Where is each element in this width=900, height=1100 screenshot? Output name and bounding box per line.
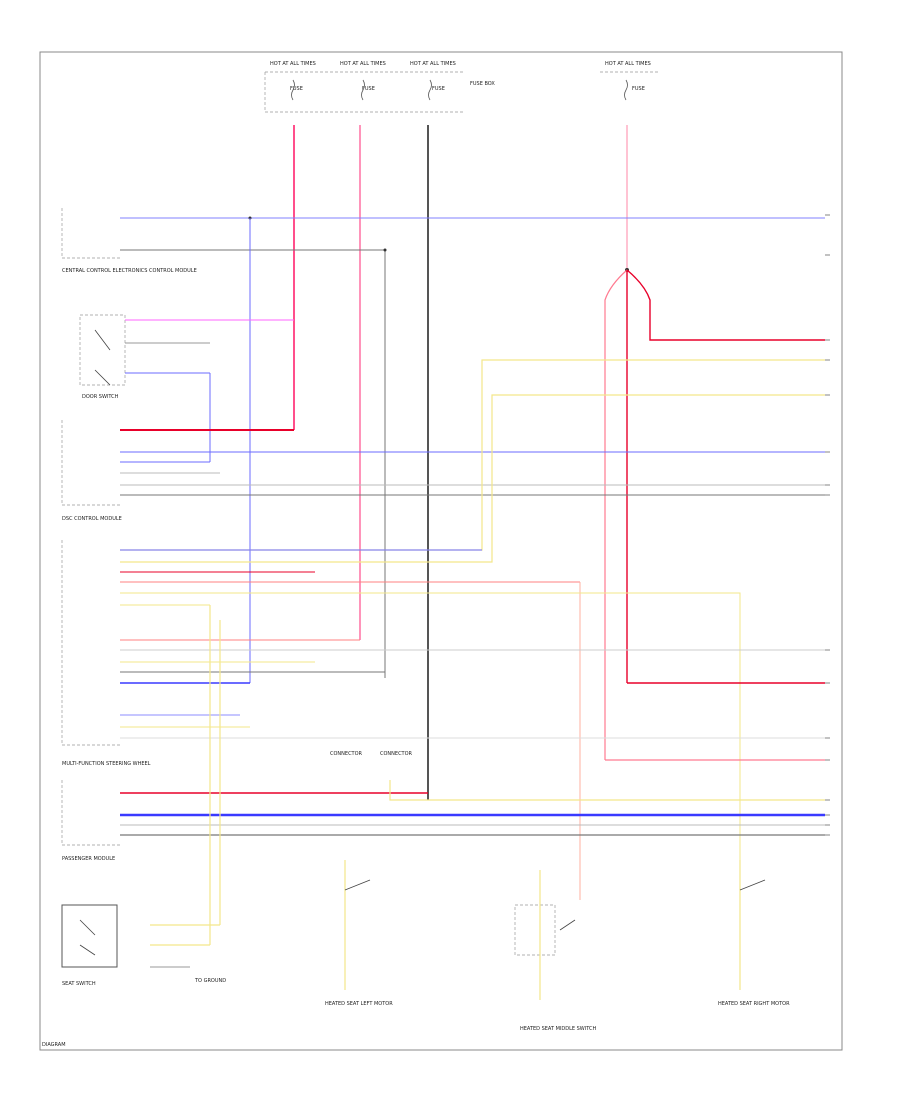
dsc-module: DSC CONTROL MODULE [61,420,122,522]
fuse-4-label: FUSE [632,86,645,92]
door-switch: DOOR SWITCH [79,314,126,400]
passenger-module-label: PASSENGER MODULE [62,856,115,862]
power-source-3-label: HOT AT ALL TIMES [410,61,456,67]
power-source-4-label: HOT AT ALL TIMES [605,61,651,67]
seat-switch-ground: TO GROUND [194,978,226,984]
diagram-frame [39,51,843,1051]
seat-switch-label: SEAT SWITCH [62,981,96,987]
central-control-module: CENTRAL CONTROL ELECTRONICS CONTROL MODU… [61,208,197,274]
power-source-4: HOT AT ALL TIMES FUSE [605,61,651,92]
fuse-box-outline [264,71,465,113]
power-source-3: HOT AT ALL TIMES FUSE [410,61,456,92]
central-control-label: CENTRAL CONTROL ELECTRONICS CONTROL MODU… [62,268,197,274]
fuse-box-label: FUSE BOX [470,81,495,87]
fuse-symbols [291,79,628,101]
multi-function-module: MULTI-FUNCTION STEERING WHEEL [61,540,151,767]
power-source-1: HOT AT ALL TIMES FUSE [270,61,316,92]
seat-switch: SEAT SWITCH [61,904,118,987]
motor-right: HEATED SEAT RIGHT MOTOR [718,860,790,1007]
multi-function-label: MULTI-FUNCTION STEERING WHEEL [62,761,151,767]
motor-left-label: HEATED SEAT LEFT MOTOR [325,1001,393,1007]
connector-label-1: CONNECTOR [330,751,363,757]
fuse-3-label: FUSE [432,86,445,92]
fuse-1-label: FUSE [290,86,303,92]
motor-right-label: HEATED SEAT RIGHT MOTOR [718,1001,790,1007]
power-source-2-label: HOT AT ALL TIMES [340,61,386,67]
power-source-2: HOT AT ALL TIMES FUSE [340,61,386,92]
footnote: DIAGRAM [42,1042,66,1048]
door-switch-label: DOOR SWITCH [82,394,119,400]
dsc-module-label: DSC CONTROL MODULE [62,516,122,522]
motor-left: HEATED SEAT LEFT MOTOR [325,860,393,1007]
switch-middle-label: HEATED SEAT MIDDLE SWITCH [520,1026,596,1032]
right-terminals [825,214,830,836]
connector-label-2: CONNECTOR [380,751,413,757]
fuse-2-label: FUSE [362,86,375,92]
power-source-1-label: HOT AT ALL TIMES [270,61,316,67]
switch-middle: HEATED SEAT MIDDLE SWITCH [514,870,596,1032]
passenger-module: PASSENGER MODULE [61,780,120,862]
